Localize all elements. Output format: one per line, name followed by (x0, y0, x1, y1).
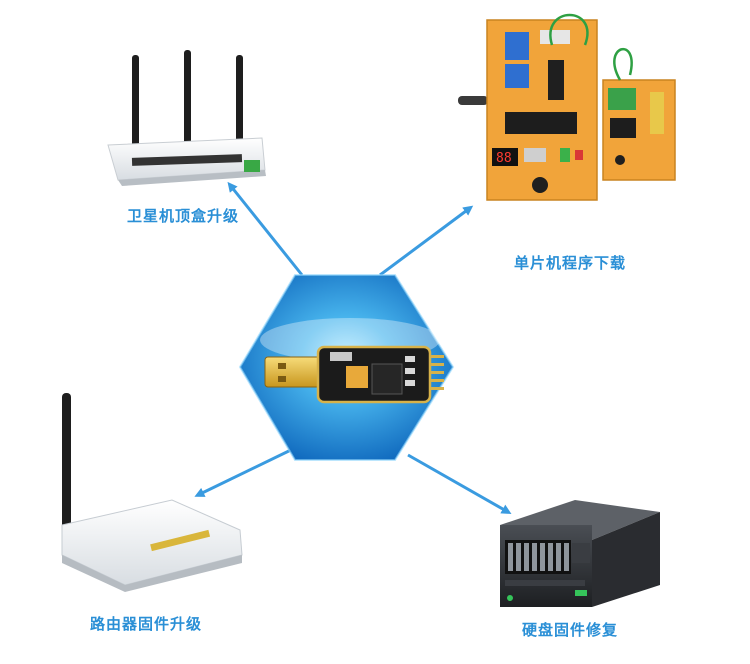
arrow-to-top-right (379, 205, 474, 277)
label-hard-disk-firmware-repair: 硬盘固件修复 (522, 621, 619, 639)
label-satellite-set-top-box-upgrade: 卫星机顶盒升级 (127, 207, 240, 225)
arrow-to-bottom-left (194, 446, 296, 497)
label-router-firmware-upgrade: 路由器固件升级 (90, 615, 203, 633)
rack-server-icon (500, 500, 660, 607)
usb-serial-adapter-icon (264, 345, 444, 404)
svg-text:88: 88 (496, 151, 512, 166)
three-antenna-router-icon (107, 50, 266, 186)
microcontroller-board-icon: 88 (458, 13, 676, 201)
connector-arrows (194, 181, 512, 514)
label-mcu-program-download: 单片机程序下载 (514, 254, 627, 272)
arrow-to-top-left (227, 181, 304, 276)
arrow-to-bottom-right (407, 453, 512, 514)
single-antenna-router-icon (61, 393, 243, 592)
